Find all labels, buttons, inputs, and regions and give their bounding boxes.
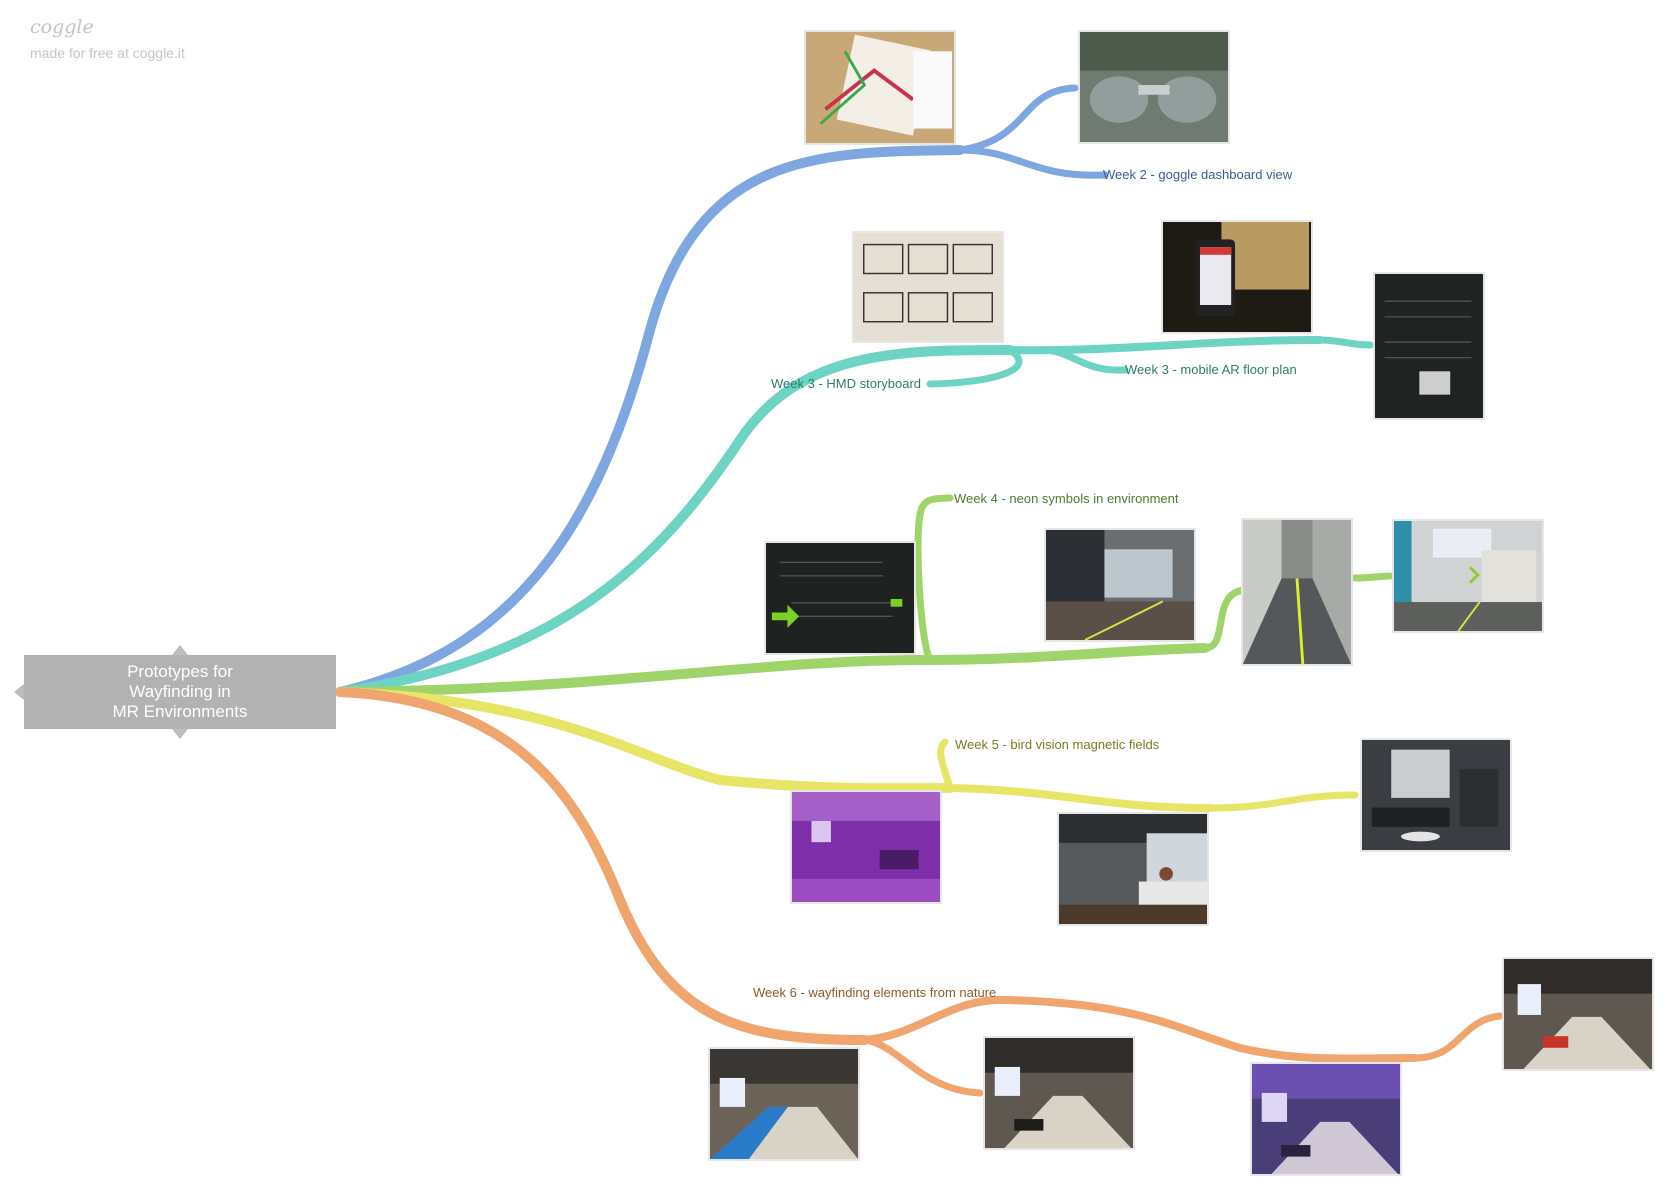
- image-week6-hallway-2[interactable]: [1502, 957, 1654, 1071]
- image-week4-sign-neon-arrow[interactable]: [764, 541, 916, 655]
- branch-week5-magnetic: [937, 738, 954, 792]
- image-week6-hallway-blue-path[interactable]: [708, 1047, 860, 1161]
- branch-week5-reception: [946, 784, 1214, 812]
- label-week4-neon-symbols[interactable]: Week 4 - neon symbols in environment: [954, 491, 1179, 506]
- image-week5-lounge-offices-sign[interactable]: [1360, 738, 1512, 852]
- image-week4-lobby-neon-line[interactable]: [1044, 528, 1196, 642]
- label-week5-bird-vision[interactable]: Week 5 - bird vision magnetic fields: [955, 737, 1160, 752]
- image-week2-pipe-cleaner-prototype[interactable]: [804, 30, 956, 145]
- label-week3-hmd-storyboard[interactable]: Week 3 - HMD storyboard: [771, 376, 922, 391]
- branch-week4-room: [1351, 572, 1394, 582]
- image-week6-hallway-1[interactable]: [983, 1036, 1135, 1150]
- branch-week4-neon: [914, 494, 954, 664]
- root-node[interactable]: Prototypes for Wayfinding in MR Environm…: [24, 655, 336, 729]
- root-bottom-handle[interactable]: [172, 729, 188, 739]
- branch-week3-main: [335, 345, 1015, 697]
- branch-week3-arplan: [1036, 346, 1129, 374]
- branch-week3-storyboard: [926, 346, 1023, 388]
- branch-week2-img2: [956, 84, 1079, 154]
- branch-week2-text: [956, 146, 1109, 179]
- branch-week6-nature: [861, 995, 1419, 1063]
- image-week2-goggle-dashboard[interactable]: [1078, 30, 1230, 144]
- image-week3-storyboard[interactable]: [852, 231, 1004, 343]
- branch-week4-main: [335, 643, 1210, 697]
- image-week3-room-sign[interactable]: [1373, 272, 1485, 420]
- image-week6-purple-hallway[interactable]: [1250, 1062, 1402, 1176]
- image-week4-room-neon-arrow[interactable]: [1392, 519, 1544, 633]
- label-week6-nature-elements[interactable]: Week 6 - wayfinding elements from nature: [753, 985, 997, 1000]
- branch-week6-hall3: [1411, 1012, 1504, 1062]
- label-week2-goggle-dashboard[interactable]: Week 2 - goggle dashboard view: [1103, 167, 1293, 182]
- coggle-tagline[interactable]: made for free at coggle.it: [30, 45, 185, 61]
- image-week5-purple-hallway[interactable]: [790, 790, 942, 904]
- branch-week5-main: [335, 687, 955, 794]
- coggle-logo[interactable]: coggle: [30, 16, 94, 38]
- branch-week4-hallway: [1201, 586, 1249, 652]
- branch-week5-lounge: [1206, 791, 1359, 812]
- image-week3-phone-ar[interactable]: [1161, 220, 1313, 334]
- root-top-handle[interactable]: [172, 645, 188, 655]
- branch-week3-sign: [1316, 336, 1374, 349]
- image-week5-reception-desk[interactable]: [1057, 812, 1209, 926]
- label-week3-mobile-ar-floor-plan[interactable]: Week 3 - mobile AR floor plan: [1125, 362, 1297, 377]
- image-week4-hallway-neon-line[interactable]: [1241, 518, 1353, 666]
- branch-week2-main: [335, 145, 965, 697]
- branch-week6-hall1: [861, 1036, 984, 1097]
- branch-week6-main: [335, 687, 870, 1045]
- root-left-handle[interactable]: [14, 684, 24, 700]
